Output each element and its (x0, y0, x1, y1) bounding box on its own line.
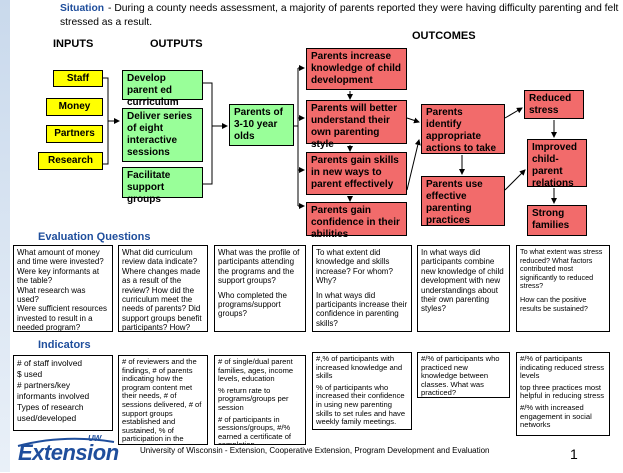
indicator-line: % return rate to programs/groups per ses… (218, 385, 289, 412)
outcome-short-parenting-style: Parents will better understand their own… (306, 100, 407, 150)
indicator-line: #/% with increased engagement in social … (520, 402, 592, 430)
output-box-curriculum: Develop parent ed curriculum (122, 70, 203, 108)
outputs-header: OUTPUTS (150, 38, 203, 50)
outcome-long-strong-families: Strong families (527, 205, 587, 236)
evaluation-box-long-outcomes: To what extent was stress reduced? What … (516, 245, 610, 332)
outcome-medium-identify-actions: Parents identify appropriate actions to … (421, 104, 505, 154)
indicator-line: #/% of participants indicating reduced s… (520, 354, 604, 381)
page-number: 1 (570, 446, 578, 462)
indicator-line: # of participants in sessions/groups, #/… (218, 414, 292, 445)
output-box-sessions: Deliver series of eight interactive sess… (122, 108, 203, 162)
outcome-long-relations: Improved child-parent relations (527, 139, 587, 189)
indicator-box-short-outcomes: #,% of participants with increased knowl… (312, 352, 412, 430)
evaluation-box-participants: What was the profile of participants att… (214, 245, 306, 332)
input-box-research: Research (38, 152, 103, 170)
evaluation-line: What amount of money and time were inves… (17, 248, 104, 267)
outcome-short-skills: Parents gain skills in new ways to paren… (306, 152, 407, 195)
evaluation-line: In what ways did participants combine ne… (421, 248, 504, 314)
indicator-line: Types of research used/developed (17, 402, 84, 423)
evaluation-box-short-outcomes: To what extent did knowledge and skills … (312, 245, 412, 332)
indicator-box-long-outcomes: #/% of participants indicating reduced s… (516, 352, 610, 436)
input-box-staff: Staff (53, 70, 103, 87)
input-box-partners: Partners (46, 125, 103, 143)
indicator-line: % of participants who increased their co… (316, 382, 406, 427)
indicator-box-participants: # of single/dual parent families, ages, … (214, 355, 306, 445)
evaluation-line: Who completed the programs/support group… (218, 290, 287, 319)
situation-text: - During a county needs assessment, a ma… (60, 3, 619, 28)
participants-box: Parents of 3-10 year olds (229, 104, 294, 146)
evaluation-line: What was the profile of participants att… (218, 248, 300, 286)
indicators-title: Indicators (38, 339, 91, 351)
situation-statement: Situation- During a county needs assessm… (60, 2, 620, 30)
evaluation-line: Were sufficient resources invested to re… (17, 304, 107, 332)
evaluation-box-inputs: What amount of money and time were inves… (13, 245, 113, 332)
evaluation-line: What research was used? (17, 285, 86, 305)
situation-label: Situation (60, 3, 105, 14)
logo-uw-text: UW (88, 434, 102, 443)
evaluation-line: To what extent was stress reduced? What … (520, 247, 603, 291)
evaluation-line: What did curriculum review data indicate… (122, 248, 202, 332)
evaluation-box-medium-outcomes: In what ways did participants combine ne… (417, 245, 510, 332)
indicator-line: #,% of participants with increased knowl… (316, 354, 403, 381)
left-sidebar-band (0, 0, 10, 472)
outcomes-header: OUTCOMES (412, 30, 476, 42)
input-box-money: Money (46, 98, 103, 116)
evaluation-line: Were key informants at the table? (17, 266, 100, 286)
outcome-long-reduced-stress: Reduced stress (524, 90, 584, 119)
logo-swoosh-icon (17, 437, 115, 447)
indicator-box-outputs: # of reviewers and the findings, # of pa… (118, 355, 208, 445)
outcome-short-knowledge: Parents increase knowledge of child deve… (306, 48, 407, 90)
indicator-line: # of single/dual parent families, ages, … (218, 357, 294, 384)
indicator-line: #/% of participants who practiced new kn… (421, 354, 500, 398)
logo-extension-text: Extension (18, 440, 119, 465)
indicator-line: top three practices most helpful in redu… (520, 382, 604, 401)
indicator-line: # partners/key informants involved (17, 380, 90, 401)
uw-extension-logo: UW Extension (14, 432, 132, 468)
evaluation-line: How can the positive results be sustaine… (520, 294, 588, 313)
indicator-line: # of staff involved (17, 358, 83, 368)
indicator-box-medium-outcomes: #/% of participants who practiced new kn… (417, 352, 510, 398)
footer-text: University of Wisconsin - Extension, Coo… (140, 446, 490, 455)
inputs-header: INPUTS (53, 38, 94, 50)
indicator-line: $ used (17, 369, 43, 379)
evaluation-line: To what extent did knowledge and skills … (316, 248, 393, 286)
outcome-short-confidence: Parents gain confidence in their abiliti… (306, 202, 407, 240)
outcome-medium-effective-practices: Parents use effective parenting practice… (421, 176, 505, 226)
evaluation-box-outputs: What did curriculum review data indicate… (118, 245, 208, 332)
output-box-support-groups: Facilitate support groups (122, 167, 203, 205)
indicator-box-inputs: # of staff involved $ used # partners/ke… (13, 355, 113, 431)
evaluation-line: In what ways did participants increase t… (316, 290, 408, 328)
evaluation-questions-title: Evaluation Questions (38, 231, 151, 243)
indicator-line: # of reviewers and the findings, # of pa… (122, 357, 203, 444)
